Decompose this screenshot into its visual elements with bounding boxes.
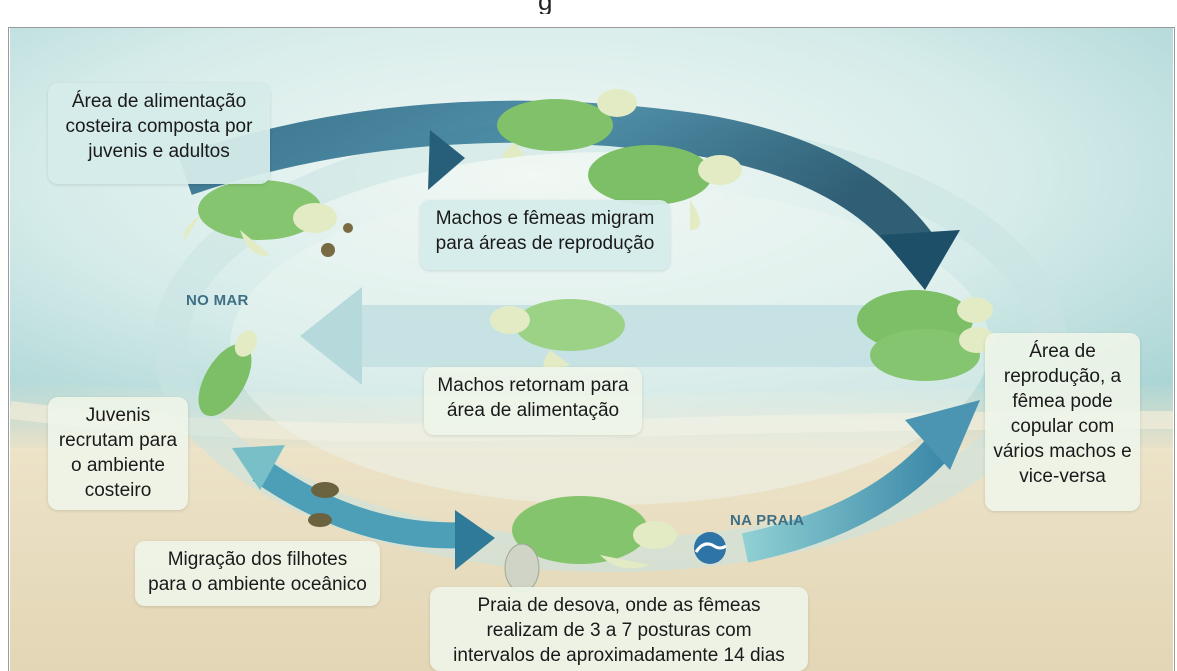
box-hatchlings: Migração dos filhotes para o ambiente oc… [135,541,380,606]
migration-arrow-mid-head [428,130,465,190]
box-reproduction: Área de reprodução, a fêmea pode copular… [985,333,1140,511]
turtle-nesting [512,496,677,569]
hatchling-arrow-head-left [232,445,285,490]
turtle-returning [490,299,625,370]
turtle-feeding [184,180,337,256]
turtles-mating [857,290,995,381]
box-nesting: Praia de desova, onde as fêmeas realizam… [430,587,808,671]
migration-arrow-head-top [880,230,960,290]
turtle-migrating-1 [497,89,637,159]
beach-arrow-right-head [905,400,980,470]
hatchling-arrow-head-right [455,510,495,570]
label-na-praia: NA PRAIA [730,512,805,529]
box-juveniles: Juvenis recrutam para o ambiente costeir… [48,397,188,510]
hatchling-arrow [252,459,466,549]
box-feeding-area: Área de alimentação costeira composta po… [48,83,270,184]
return-arrow-head [300,287,362,385]
hatchlings [308,482,339,527]
migration-arrow-top [178,100,932,259]
beach-arrow-right [741,430,957,563]
turtle-migrating-2 [588,145,742,230]
figure-frame [8,27,1175,671]
title-fragment: g [530,0,590,14]
food-items [321,223,353,257]
turtle-juvenile [198,330,258,417]
wave-icon [694,532,727,564]
label-no-mar: NO MAR [186,292,249,309]
box-migration: Machos e fêmeas migram para áreas de rep… [420,200,670,270]
egg-nest [504,543,540,593]
box-males-return: Machos retornam para área de alimentação [424,367,642,435]
